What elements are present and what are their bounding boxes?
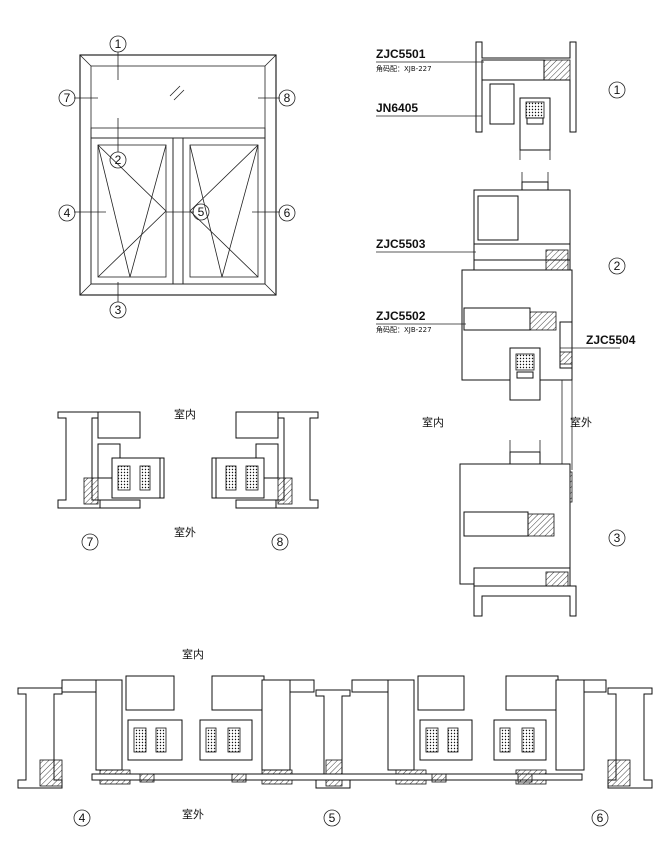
section-8 (211, 411, 319, 509)
middle-marker-8: 8 (277, 535, 284, 549)
code-zjc5504: ZJC5504 (586, 333, 636, 347)
section-7 (57, 411, 165, 509)
marker-1: 1 (115, 37, 122, 51)
code-jn6405: JN6405 (376, 101, 418, 115)
code-zjc5501-note: 角码配：XJB-227 (376, 64, 432, 73)
right-indoor-label: 室内 (422, 415, 444, 429)
marker-5: 5 (198, 205, 205, 219)
code-zjc5503: ZJC5503 (376, 237, 426, 251)
middle-marker-7: 7 (87, 535, 94, 549)
bottom-marker-6: 6 (597, 811, 604, 825)
marker-6: 6 (284, 206, 291, 220)
vertical-section (376, 41, 620, 617)
marker-2: 2 (115, 153, 122, 167)
bottom-indoor-label: 室内 (182, 647, 204, 661)
marker-7: 7 (64, 91, 71, 105)
marker-3: 3 (115, 303, 122, 317)
window-elevation (74, 52, 280, 302)
section-marker-3: 3 (614, 531, 621, 545)
bottom-marker-5: 5 (329, 811, 336, 825)
middle-outdoor-label: 室外 (174, 525, 196, 539)
bottom-outdoor-label: 室外 (182, 807, 204, 821)
window-marker-circles (58, 35, 296, 319)
horizontal-section (17, 675, 653, 789)
middle-indoor-label: 室内 (174, 407, 196, 421)
marker-8: 8 (284, 91, 291, 105)
code-zjc5502: ZJC5502 (376, 309, 426, 323)
code-zjc5502-note: 角码配：XJB-227 (376, 325, 432, 334)
section-marker-2: 2 (614, 259, 621, 273)
section-marker-1: 1 (614, 83, 621, 97)
bottom-marker-4: 4 (79, 811, 86, 825)
marker-4: 4 (64, 206, 71, 220)
code-zjc5501: ZJC5501 (376, 47, 426, 61)
right-outdoor-label: 室外 (570, 415, 592, 429)
